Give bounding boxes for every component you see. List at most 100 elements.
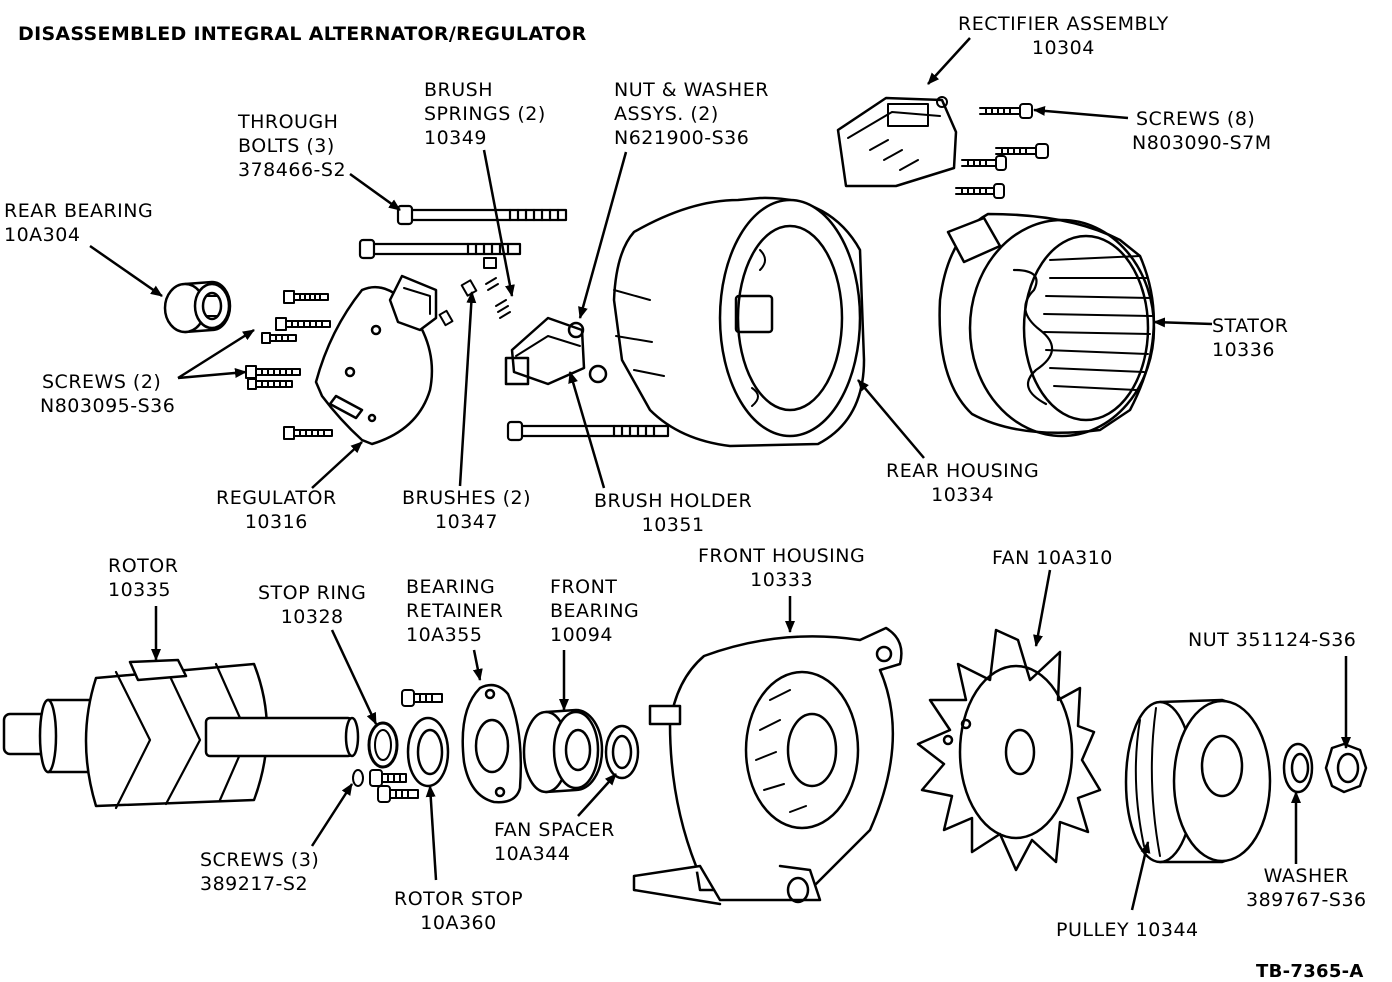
- label-brush-holder: BRUSH HOLDER 10351: [594, 489, 752, 537]
- fan-part: [916, 628, 1102, 872]
- label-name: NUT & WASHER: [614, 79, 769, 101]
- label-brush-springs: BRUSH SPRINGS (2) 10349: [424, 78, 546, 150]
- label-part-number: N621900-S36: [614, 127, 750, 149]
- label-name: THROUGH: [238, 111, 339, 133]
- label-name-line2: RETAINER: [406, 600, 504, 622]
- label-part-number: 10316: [244, 511, 308, 533]
- label-name: BEARING: [406, 576, 496, 598]
- label-fan: FAN 10A310: [992, 546, 1113, 570]
- label-part-number: N803095-S36: [40, 395, 176, 417]
- label-part-number: 10347: [435, 511, 498, 533]
- label-name: ROTOR: [108, 555, 179, 577]
- label-name: FRONT: [550, 576, 618, 598]
- label-front-bearing: FRONT BEARING 10094: [550, 575, 639, 647]
- label-name: NUT 351124-S36: [1188, 629, 1357, 651]
- label-name-line2: BOLTS (3): [238, 135, 335, 157]
- label-name: WASHER: [1263, 865, 1349, 887]
- through-bolts-part: [358, 204, 670, 442]
- label-rear-bearing: REAR BEARING 10A304: [4, 199, 153, 247]
- washer-part: [1282, 742, 1314, 794]
- label-name: STATOR: [1212, 315, 1289, 337]
- label-part-number: 10A304: [4, 224, 81, 246]
- leader-arrows: [89, 37, 1351, 911]
- label-part-number: 10094: [550, 624, 613, 646]
- label-name: FAN SPACER: [494, 819, 615, 841]
- label-brushes: BRUSHES (2) 10347: [402, 486, 531, 534]
- label-nut-washer: NUT & WASHER ASSYS. (2) N621900-S36: [614, 78, 769, 150]
- label-rotor-stop: ROTOR STOP 10A360: [394, 887, 523, 935]
- label-nut: NUT 351124-S36: [1188, 628, 1356, 652]
- label-part-number: 10A344: [494, 843, 571, 865]
- label-name: BRUSH HOLDER: [594, 490, 753, 512]
- label-stator: STATOR 10336: [1212, 314, 1288, 362]
- fan-spacer-part: [604, 724, 640, 780]
- pulley-part: [1124, 698, 1272, 864]
- label-name-line2: ASSYS. (2): [614, 103, 719, 125]
- label-screws-3: SCREWS (3) 389217-S2: [200, 848, 319, 896]
- label-washer: WASHER 389767-S36: [1246, 864, 1367, 912]
- rotor-stop-part: [406, 716, 450, 788]
- label-part-number: 10328: [280, 606, 344, 628]
- label-through-bolts: THROUGH BOLTS (3) 378466-S2: [238, 110, 346, 182]
- label-name-line2: BEARING: [550, 600, 640, 622]
- label-screws-2: SCREWS (2) N803095-S36: [40, 370, 176, 418]
- label-name: BRUSH: [424, 79, 493, 101]
- label-part-number: 389217-S2: [200, 873, 309, 895]
- rear-housing-part: [612, 196, 866, 448]
- label-part-number: N803090-S7M: [1132, 132, 1272, 154]
- label-screws-8: SCREWS (8) N803090-S7M: [1132, 107, 1272, 155]
- rotor-part: [2, 658, 360, 810]
- label-stop-ring: STOP RING 10328: [258, 581, 366, 629]
- label-part-number: 10334: [931, 484, 995, 506]
- brush-holder-part: [504, 316, 608, 386]
- label-name: SCREWS (3): [200, 849, 320, 871]
- label-fan-spacer: FAN SPACER 10A344: [494, 818, 615, 866]
- label-front-housing: FRONT HOUSING 10333: [698, 544, 865, 592]
- label-name: FRONT HOUSING: [698, 545, 866, 567]
- stator-part: [938, 212, 1156, 438]
- label-part-number: 389767-S36: [1246, 889, 1367, 911]
- label-name: REAR BEARING: [4, 200, 154, 222]
- label-name: BRUSHES (2): [402, 487, 532, 509]
- label-name: STOP RING: [258, 582, 367, 604]
- label-part-number: 378466-S2: [238, 159, 347, 181]
- stop-ring-part: [367, 721, 399, 769]
- label-name: SCREWS (2): [42, 371, 162, 393]
- label-name: RECTIFIER ASSEMBLY: [958, 13, 1169, 35]
- bearing-retainer-part: [461, 683, 523, 804]
- label-name: REGULATOR: [216, 487, 337, 509]
- brushes-springs-part: [438, 257, 511, 327]
- label-name-line2: SPRINGS (2): [424, 103, 546, 125]
- rectifier-screws: [936, 96, 1049, 199]
- label-regulator: REGULATOR 10316: [216, 486, 337, 534]
- label-name: SCREWS (8): [1136, 108, 1256, 130]
- regulator-screws: [245, 290, 333, 440]
- label-name: ROTOR STOP: [394, 888, 524, 910]
- label-name: REAR HOUSING: [886, 460, 1040, 482]
- label-part-number: 10349: [424, 127, 487, 149]
- label-rear-housing: REAR HOUSING 10334: [886, 459, 1039, 507]
- label-part-number: 10333: [750, 569, 814, 591]
- regulator-part: [314, 274, 438, 446]
- label-bearing-retainer: BEARING RETAINER 10A355: [406, 575, 503, 647]
- front-bearing-part: [522, 708, 604, 794]
- figure-id: TB-7365-A: [1256, 961, 1364, 982]
- retainer-screws: [352, 689, 443, 803]
- label-rotor: ROTOR 10335: [108, 554, 178, 602]
- label-part-number: 10A360: [420, 912, 497, 934]
- label-part-number: 10336: [1212, 339, 1275, 361]
- diagram-title: DISASSEMBLED INTEGRAL ALTERNATOR/REGULAT…: [18, 23, 587, 45]
- label-name: PULLEY 10344: [1056, 919, 1199, 941]
- label-pulley: PULLEY 10344: [1056, 918, 1199, 942]
- nut-part: [1324, 742, 1368, 794]
- label-name: FAN 10A310: [992, 547, 1113, 569]
- label-rectifier-assembly: RECTIFIER ASSEMBLY 10304: [958, 12, 1169, 60]
- label-part-number: 10A355: [406, 624, 483, 646]
- rear-bearing-part: [163, 280, 232, 334]
- label-part-number: 10335: [108, 579, 171, 601]
- label-part-number: 10351: [641, 514, 705, 536]
- rectifier-part: [836, 96, 958, 188]
- front-housing-part: [632, 626, 903, 906]
